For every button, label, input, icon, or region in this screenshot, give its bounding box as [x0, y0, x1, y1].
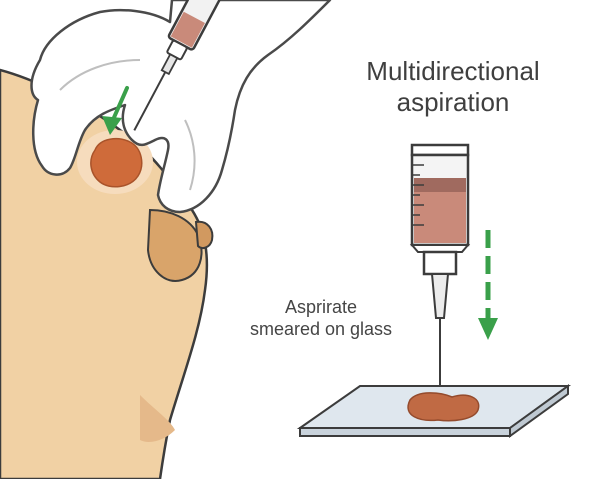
lesion	[90, 137, 143, 188]
syringe-hub	[422, 250, 458, 276]
glove-crease	[59, 59, 141, 91]
slide-edge	[299, 427, 511, 437]
torso-shadow	[140, 395, 175, 442]
nipple	[194, 220, 214, 249]
glove-crease	[184, 119, 196, 191]
smear-caption-line-2: smeared on glass	[249, 318, 393, 339]
syringe-needle-base	[430, 273, 450, 319]
diagram-title-line-1: Multidirectional	[366, 56, 540, 86]
syringe-graduations	[412, 164, 424, 226]
smear-caption: Asprirate smeared on glass	[226, 297, 416, 340]
gloved-hand	[30, 0, 332, 214]
syringe-needle	[133, 71, 167, 131]
aspiration-direction-arrow-right	[478, 230, 498, 340]
syringe-fluid	[170, 11, 205, 48]
glass-slide	[296, 384, 572, 438]
slide-side	[509, 384, 569, 438]
aspiration-direction-arrow-left	[102, 86, 129, 135]
syringe-fluid	[414, 192, 466, 243]
right-syringe	[409, 143, 471, 404]
syringe-tip	[409, 244, 471, 253]
smear	[407, 392, 480, 422]
smear-caption-line-1: Asprirate	[284, 297, 358, 317]
hand-syringe	[133, 0, 226, 131]
diagram-title-line-2: aspiration	[396, 87, 510, 118]
diagram-title: Multidirectional aspiration	[318, 56, 588, 118]
areola	[146, 208, 203, 282]
syringe-plunger-top	[410, 143, 470, 157]
glove	[30, 0, 332, 214]
syringe-fluid-top	[414, 178, 466, 192]
